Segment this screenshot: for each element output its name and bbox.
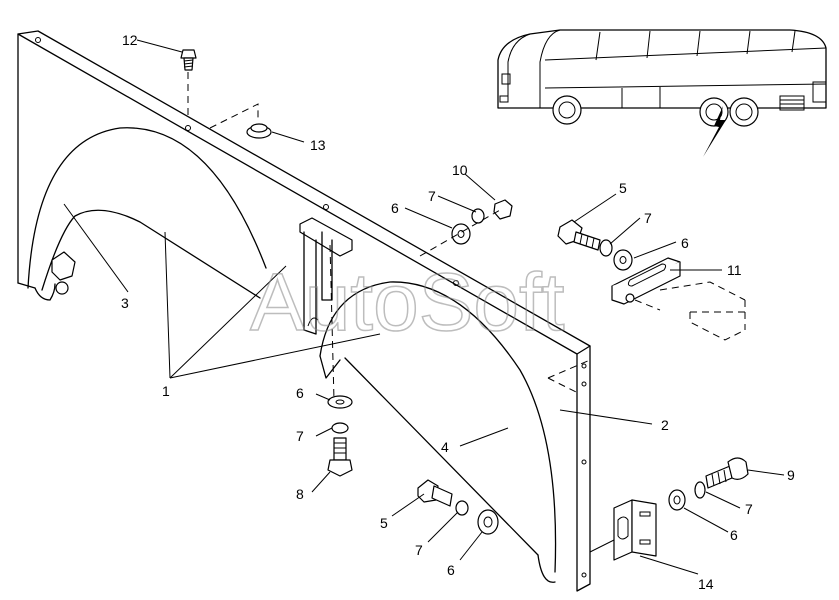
- callout-5a: 5: [619, 180, 627, 196]
- bolt-5-lower: [417, 479, 499, 535]
- callout-4: 4: [441, 439, 449, 455]
- callout-7c: 7: [296, 428, 304, 444]
- fastener-stack-11: [668, 457, 749, 511]
- callout-12: 11: [727, 262, 742, 278]
- angle-bracket-14: [589, 499, 657, 561]
- adjusting-plate-12: [547, 257, 746, 393]
- bus-inset-illustration: [497, 29, 827, 157]
- watermark-text: AutoSoft: [250, 257, 565, 348]
- bolt-5-upper: [557, 219, 633, 271]
- callout-2: 2: [661, 417, 669, 433]
- callout-8: 12: [122, 32, 138, 48]
- fastener-stack-10: [419, 199, 513, 257]
- callout-5b: 5: [380, 515, 388, 531]
- front-fender-arch: [27, 127, 267, 301]
- callout-9: 8: [296, 486, 304, 502]
- callout-3: 3: [121, 295, 129, 311]
- callout-7b: 7: [644, 210, 652, 226]
- callout-6e: 6: [730, 527, 738, 543]
- rear-fender-arch: [319, 281, 557, 583]
- cap-nut-13: [209, 103, 272, 139]
- fender-panel: [17, 30, 591, 592]
- callout-6c: 6: [296, 385, 304, 401]
- callout-labels: 12 13 10 7 6 5 7 6 11 3 1 6 7 8 4 2 5 7 …: [121, 32, 795, 592]
- callout-14: 14: [698, 576, 714, 592]
- screw-8: [180, 49, 197, 120]
- callout-7d: 7: [415, 542, 423, 558]
- callout-7a: 7: [428, 188, 436, 204]
- mounting-bracket: [299, 217, 353, 401]
- callout-6b: 6: [681, 235, 689, 251]
- callout-1: 1: [162, 383, 170, 399]
- callout-10: 10: [452, 162, 468, 178]
- fastener-stack-9: [327, 395, 353, 477]
- callout-6d: 6: [447, 562, 455, 578]
- callout-6a: 6: [391, 200, 399, 216]
- callout-11: 9: [787, 467, 795, 483]
- callout-13: 13: [310, 137, 326, 153]
- callout-7e: 7: [745, 501, 753, 517]
- leader-lines: [63, 39, 785, 575]
